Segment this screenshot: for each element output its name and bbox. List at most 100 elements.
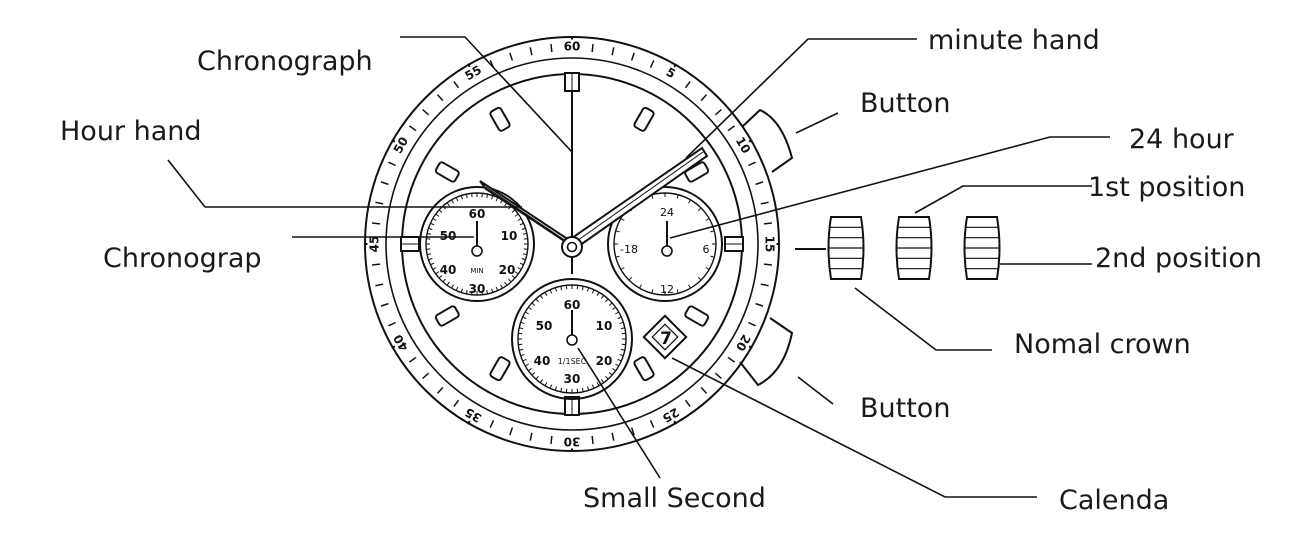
- bezel-tick: [509, 427, 514, 436]
- label-small-second: Small Second: [583, 483, 766, 514]
- hour-marker-baton: [684, 161, 710, 183]
- subdial-tick: [615, 255, 620, 258]
- subdial-tick: [460, 195, 463, 200]
- bezel-inner-ring: [385, 57, 759, 431]
- minute-hand-inner-line: [573, 151, 704, 244]
- subdial-tick: [522, 358, 527, 362]
- left-subdial-number: 20: [499, 263, 516, 277]
- bottom-subdial-number: 10: [596, 319, 613, 333]
- right-subdial-number: 12: [660, 283, 674, 296]
- bottom-subdial: 60 10 20 30 40 50 1/1SEC: [511, 278, 633, 400]
- subdial-tick: [455, 197, 459, 202]
- bezel-tick: [453, 399, 460, 408]
- bezel-tick: [529, 432, 533, 441]
- subdial-tick: [521, 258, 526, 261]
- main-hands: [479, 90, 709, 274]
- subdial-tick: [676, 194, 679, 199]
- date-window-frame: [642, 314, 688, 360]
- subdial-tick: [495, 197, 499, 202]
- subdial-tick: [521, 227, 526, 230]
- subdial-tick: [617, 316, 622, 320]
- bezel-tick: [550, 435, 553, 444]
- label-1st-position: 1st position: [1088, 172, 1246, 203]
- bezel-tick: [375, 283, 384, 287]
- subdial-tick: [511, 209, 516, 213]
- bezel-number-backing: [762, 234, 777, 254]
- left-subdial: 60 10 20 30 40 50 MIN: [419, 186, 535, 302]
- subdial-tick: [619, 353, 624, 357]
- subdial-tick: [697, 276, 702, 281]
- subdial-tick: [697, 207, 702, 212]
- subdial-tick: [427, 232, 432, 235]
- hour-marker-baton: [633, 106, 655, 132]
- bezel-tick: [714, 372, 722, 380]
- subdial-tick: [620, 267, 625, 270]
- subdial-tick: [605, 298, 609, 303]
- subdial-tick: [560, 387, 563, 392]
- pushers-and-crowns: [739, 108, 1001, 387]
- subdial-tick: [531, 302, 536, 306]
- subdial-tick: [500, 284, 503, 289]
- subdial-tick: [430, 262, 435, 266]
- subdial-tick: [581, 286, 584, 291]
- bezel-tick: [388, 161, 396, 167]
- bezel-number-backing: [562, 434, 582, 449]
- center-pivot-outer: [561, 236, 583, 258]
- subdial-tick: [517, 218, 522, 221]
- hour-marker-baton: [489, 356, 511, 382]
- hour-marker-baton: [434, 305, 460, 327]
- button-top-leader: [795, 112, 839, 134]
- bezel-number: 60: [564, 40, 581, 54]
- subdial-tick: [605, 375, 609, 380]
- subdial-tick: [520, 353, 525, 357]
- right-subdial-number: 6: [703, 243, 710, 256]
- bezel-number-backing: [390, 133, 412, 157]
- subdial-tick: [446, 202, 450, 207]
- label-minute-hand: minute hand: [928, 25, 1100, 56]
- bezel-tick: [422, 372, 430, 380]
- subdial-tick: [504, 281, 508, 286]
- subdial-tick: [451, 199, 454, 204]
- subdial-tick: [432, 218, 437, 221]
- subdial-tick: [710, 230, 715, 233]
- bezel-tick: [380, 302, 389, 307]
- subdial-tick: [451, 284, 454, 289]
- subdial-tick: [639, 284, 642, 289]
- bezel-tick: [453, 80, 460, 89]
- bottom-subdial-outer: [511, 278, 633, 400]
- right-subdial-outer: [607, 186, 723, 302]
- crowns: [795, 216, 1001, 280]
- bezel-tick: [760, 201, 769, 205]
- subdial-tick: [430, 222, 435, 226]
- bezel-tick: [611, 47, 615, 56]
- left-subdial-outer: [419, 186, 535, 302]
- subdial-tick: [511, 275, 516, 279]
- subdial-tick: [465, 194, 468, 199]
- subdial-tick: [586, 386, 590, 391]
- subdial-tick: [600, 295, 605, 299]
- minute-hand-leader: [685, 38, 917, 159]
- bezel-number: 45: [368, 236, 382, 253]
- subdial-tick: [620, 348, 625, 351]
- bezel-number-backing: [732, 133, 754, 157]
- bezel-number: 30: [564, 435, 581, 449]
- label-24-hour: 24 hour: [1129, 124, 1234, 155]
- subdial-tick: [428, 227, 433, 230]
- bezel-tick: [714, 108, 722, 116]
- subdial-tick: [465, 289, 468, 294]
- subdial-tick: [491, 195, 494, 200]
- bezel-tick: [380, 181, 389, 186]
- hour-marker-baton: [434, 161, 460, 183]
- left-subdial-number: 10: [501, 229, 518, 243]
- date-window-inner: [651, 323, 679, 351]
- label-chronograph: Chronograph: [197, 46, 373, 77]
- bezel-tick: [489, 420, 495, 428]
- bezel-tick: [408, 356, 417, 363]
- subdial-tick: [486, 194, 489, 199]
- label-2nd-position: 2nd position: [1095, 243, 1262, 274]
- top-pusher-button: [741, 108, 794, 173]
- label-chronograp: Chronograp: [103, 243, 262, 274]
